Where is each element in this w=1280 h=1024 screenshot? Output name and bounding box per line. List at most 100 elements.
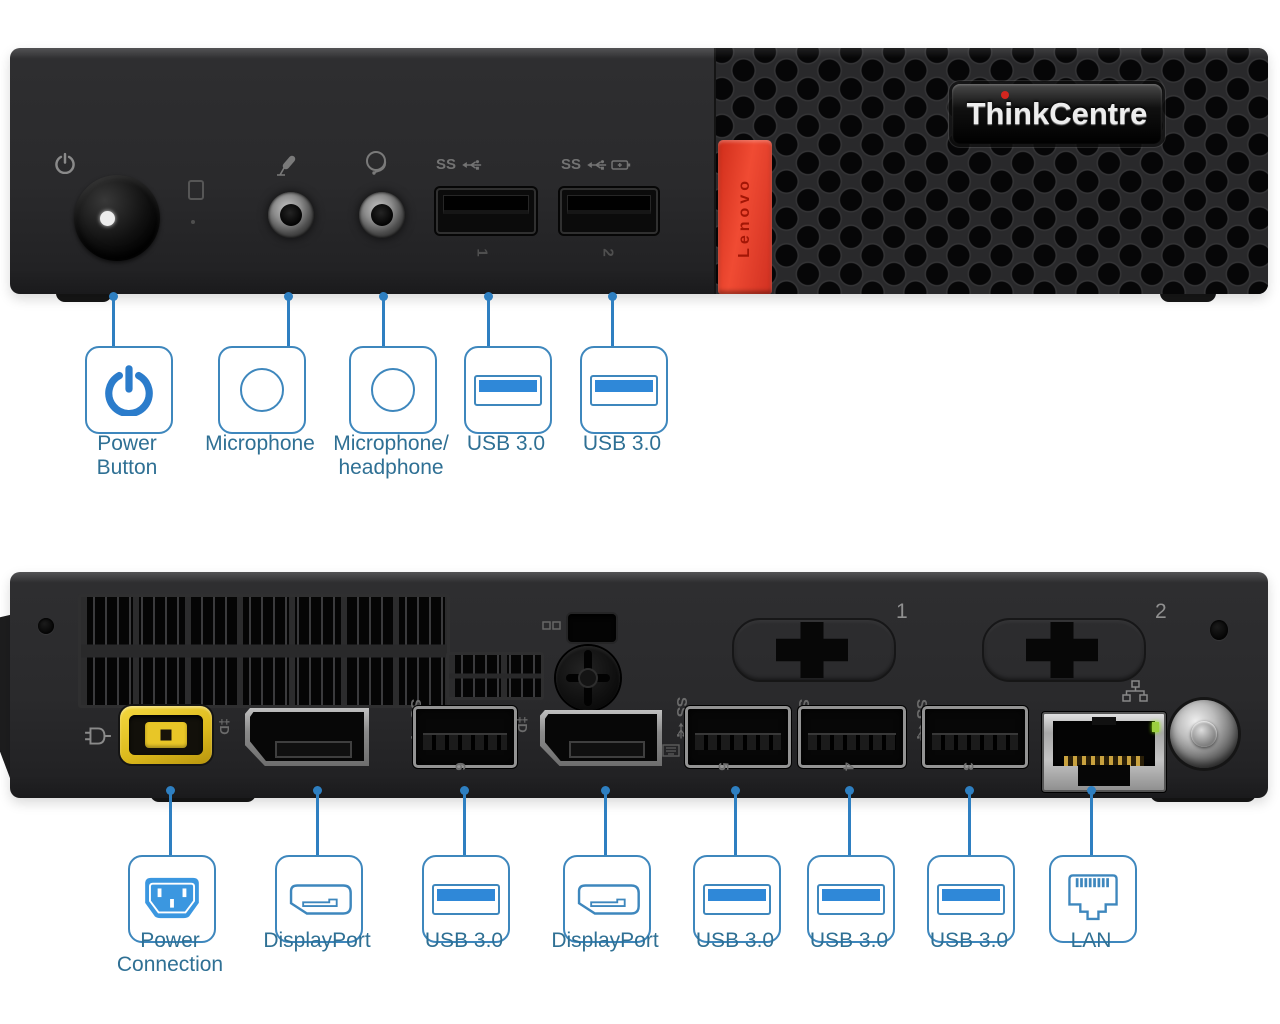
- callout-label-usb3: USB 3.0: [929, 929, 1009, 952]
- usb-icon-fill: [595, 379, 653, 392]
- power-connection-icon: [141, 876, 203, 922]
- callout-box-usb1: [464, 346, 552, 434]
- usb-ss-marking-1: SS: [436, 156, 483, 173]
- rear-port-number-5: 5: [714, 762, 732, 771]
- power-symbol-icon: [54, 152, 76, 174]
- leader-line: [734, 794, 737, 855]
- usb-icon-fill: [942, 888, 1000, 901]
- displayport-tongue: [569, 741, 645, 758]
- thumbscrew: [556, 646, 620, 710]
- knockout-number-2: 2: [1155, 600, 1167, 623]
- front-usb-port-1: [436, 188, 536, 234]
- rear-usb-port-4: [798, 706, 906, 768]
- kensington-lock-icon: [542, 621, 561, 630]
- callout-label-microphone: Microphone: [205, 432, 315, 455]
- leader-dot: [109, 292, 118, 301]
- power-button: [74, 175, 160, 261]
- leader-dot: [166, 786, 175, 795]
- microphone-jack-hole: [280, 204, 302, 226]
- power-connector-pin-hole: [160, 729, 172, 741]
- keyboard-marking-icon: [662, 744, 680, 757]
- leader-dot: [608, 292, 617, 301]
- front-port-number-2: 2: [599, 248, 617, 257]
- leader-line: [463, 794, 466, 855]
- headphone-jack-hole: [371, 204, 393, 226]
- leader-dot: [965, 786, 974, 795]
- leader-dot: [484, 292, 493, 301]
- callout-box-usb3: [927, 855, 1015, 943]
- small-hole: [1210, 620, 1228, 640]
- usb3-port-icon: [817, 883, 885, 915]
- rear-port-number-3: 3: [959, 762, 977, 771]
- displayport-port-2: [540, 710, 662, 766]
- callout-box-power-button: [85, 346, 173, 434]
- callout-label-usb1: USB 3.0: [466, 432, 546, 455]
- rear-usb-port-3: [922, 706, 1028, 768]
- front-panel-photo: ThinkCentre Lenovo SS: [10, 48, 1268, 294]
- leader-line: [604, 794, 607, 855]
- usb-tongue: [443, 195, 529, 214]
- headphone-jack: [359, 192, 405, 238]
- antenna-knockout-1: [732, 618, 896, 682]
- callout-label-usb2: USB 3.0: [582, 432, 662, 455]
- callout-box-usb2: [580, 346, 668, 434]
- usb-icon-fill: [437, 888, 495, 901]
- usb-trident-icon: [584, 159, 608, 171]
- usb-tongue: [695, 733, 781, 750]
- lan-gold-pins: [1064, 756, 1144, 766]
- badge-text: ThinkCentre: [966, 96, 1148, 131]
- front-usb-port-2: [560, 188, 658, 234]
- callout-box-mic-headphone: [349, 346, 437, 434]
- lan-latch: [1092, 717, 1116, 725]
- callout-label-usb6: USB 3.0: [424, 929, 504, 952]
- lenovo-tab: Lenovo: [718, 140, 772, 294]
- security-lock-slot: [568, 614, 616, 642]
- displayport-tongue: [274, 741, 352, 758]
- ss-text: SS: [436, 156, 457, 173]
- callout-label-usb4: USB 3.0: [809, 929, 889, 952]
- displayport-icon: [566, 879, 648, 920]
- microphone-glyph-icon: [277, 155, 296, 176]
- callout-box-power-connection: [128, 855, 216, 943]
- rear-panel-photo: 1 2 ‡D SS 6 ‡D SS: [10, 572, 1268, 798]
- leader-line: [611, 299, 614, 346]
- headset-glyph-icon: [366, 151, 387, 175]
- badge-red-dot-icon: [1001, 91, 1009, 99]
- callout-label-displayport-1: DisplayPort: [263, 929, 371, 952]
- chassis-top-highlight: [10, 48, 1268, 58]
- power-connector-pin: [145, 722, 187, 748]
- usb3-port-icon: [590, 374, 658, 406]
- vent-grille: [78, 594, 450, 708]
- displayport-logo-marking: ‡D: [514, 716, 530, 733]
- network-glyph-icon: [1122, 680, 1148, 702]
- leader-dot: [601, 786, 610, 795]
- power-connector-port: [120, 706, 212, 764]
- usb-icon-fill: [479, 379, 537, 392]
- usb-tongue: [423, 733, 507, 750]
- usb-tongue: [932, 733, 1018, 750]
- power-icon: [103, 364, 155, 416]
- activity-led: [191, 220, 195, 224]
- leader-dot: [731, 786, 740, 795]
- rear-usb-port-6: [413, 706, 517, 768]
- callout-box-displayport-1: [275, 855, 363, 943]
- leader-line: [1090, 794, 1093, 855]
- leader-line: [848, 794, 851, 855]
- callout-label-displayport-2: DisplayPort: [551, 929, 659, 952]
- leader-line: [968, 794, 971, 855]
- leader-line: [316, 794, 319, 855]
- antenna-screw-center: [1191, 721, 1217, 747]
- leader-dot: [845, 786, 854, 795]
- displayport-icon: [278, 879, 360, 920]
- usb3-port-icon: [474, 374, 542, 406]
- rear-usb-port-5: [685, 706, 791, 768]
- callout-box-lan: [1049, 855, 1137, 943]
- usb3-port-icon: [432, 883, 500, 915]
- leader-line: [487, 299, 490, 346]
- front-port-number-1: 1: [473, 248, 491, 257]
- audio-jack-icon: [371, 368, 415, 412]
- chassis-top-highlight: [10, 572, 1268, 582]
- callout-box-usb6: [422, 855, 510, 943]
- audio-jack-icon: [240, 368, 284, 412]
